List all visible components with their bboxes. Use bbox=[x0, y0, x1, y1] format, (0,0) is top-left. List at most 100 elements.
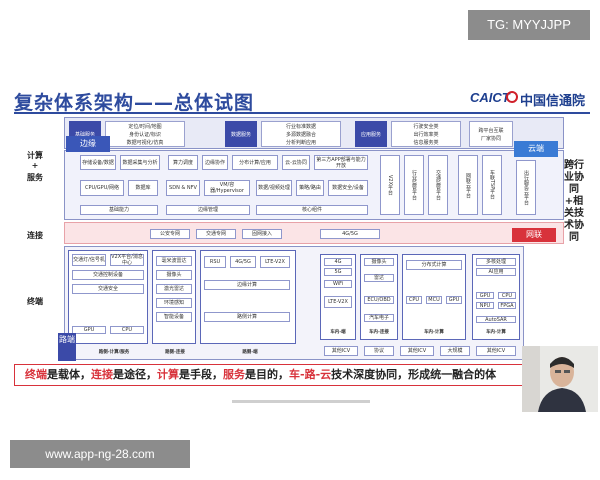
edge-item: 数据采集与分析 bbox=[120, 155, 160, 170]
road-item: RSU bbox=[204, 256, 226, 268]
road-item: 环境感知 bbox=[156, 298, 192, 308]
vehicle-col-label: 车内-计算 bbox=[486, 330, 506, 335]
banner-text: 是途径， bbox=[113, 368, 157, 381]
vehicle-item: 雷达 bbox=[364, 274, 394, 282]
slide-title: 复杂体系架构——总体试图 bbox=[14, 92, 255, 114]
edge-item: 云-云协同 bbox=[282, 155, 310, 170]
banner-keyword: 车-路-云 bbox=[289, 368, 332, 381]
road-item: 智能设备 bbox=[156, 312, 192, 322]
connect-item: 交通专网 bbox=[196, 229, 236, 239]
edge-item: 基础能力 bbox=[80, 205, 158, 215]
left-label-terminal: 终端 bbox=[27, 297, 43, 306]
icv-item: 其他ICV bbox=[324, 346, 358, 356]
road-item: 4G/5G bbox=[230, 256, 256, 268]
vehicle-item: WiFi bbox=[324, 280, 352, 288]
vehicle-item: 摄像头 bbox=[364, 258, 394, 266]
banner-text: 是手段， bbox=[179, 368, 223, 381]
title-rule bbox=[14, 112, 590, 114]
edge-item: SDN & NFV bbox=[166, 180, 200, 196]
banner-keyword: 计算 bbox=[157, 368, 179, 381]
road-bottom-label: 路侧-端 bbox=[242, 350, 258, 355]
road-item: 交通控制设备 bbox=[72, 270, 144, 280]
service-item: 数据可视化/仿真 bbox=[126, 139, 164, 146]
vehicle-item: CPU bbox=[498, 292, 516, 299]
edge-item: 数据库 bbox=[128, 180, 158, 196]
road-item: 路侧计算 bbox=[204, 312, 290, 322]
edge-item: 分布计算/应用 bbox=[232, 155, 278, 170]
service-item: 出行效率类 bbox=[413, 131, 439, 138]
tg-watermark-badge: TG: MYYJJPP bbox=[468, 10, 590, 40]
vehicle-item: ECU/OBD bbox=[364, 296, 394, 304]
cloud-platform: 出行服务云平台 bbox=[516, 160, 536, 215]
vehicle-item: 分布式计算 bbox=[406, 260, 462, 270]
service-item: 跨平台互联 bbox=[478, 127, 504, 134]
video-progress-bar[interactable] bbox=[232, 400, 370, 403]
edge-item: 第三方APP部署与能力开放 bbox=[314, 155, 368, 170]
cloud-platform: 网联云平台 bbox=[458, 155, 478, 215]
road-bottom-label: 路侧-连接 bbox=[165, 350, 185, 355]
presenter-video bbox=[522, 346, 598, 412]
edge-item: 数据安全/设备 bbox=[328, 180, 368, 196]
connect-item: 公安专网 bbox=[150, 229, 190, 239]
left-label-service: 服务 bbox=[27, 173, 43, 182]
service-row: 基础服务 定位/时间/地图 身份认证/标识 数据可视化/仿真 数据服务 行业标准… bbox=[64, 117, 564, 149]
service-item: 行驶安全类 bbox=[413, 123, 439, 130]
vehicle-item: NPU bbox=[476, 302, 494, 309]
banner-text: 是目的， bbox=[245, 368, 289, 381]
road-item: 交通灯/信号机 bbox=[72, 254, 106, 266]
summary-banner: 终端是载体，连接是途径，计算是手段，服务是目的，车-路-云技术深度协同，形成统一… bbox=[14, 364, 526, 386]
edge-item: 数据/视频处理 bbox=[256, 180, 292, 196]
vehicle-item: 汽车电子 bbox=[364, 314, 394, 322]
banner-text: 是载体， bbox=[47, 368, 91, 381]
service-item: 定位/时间/地图 bbox=[128, 123, 162, 130]
vehicle-col-label: 车内-计算 bbox=[424, 330, 444, 335]
vehicle-item: FPGA bbox=[498, 302, 516, 309]
cloud-platform: 车联TSP平台 bbox=[482, 155, 502, 215]
road-item: CPU bbox=[110, 326, 144, 334]
cloud-platform: V2X平台 bbox=[380, 155, 400, 215]
edge-item: 存储设备/数据 bbox=[80, 155, 116, 170]
vehicle-item: AI应用 bbox=[476, 268, 516, 276]
icv-item: 大规模 bbox=[440, 346, 470, 356]
vehicle-item: GPU bbox=[446, 296, 462, 304]
road-item: 边缘计算 bbox=[204, 280, 290, 290]
service-group-label: 应用服务 bbox=[355, 121, 387, 147]
service-item: 分析判断应用 bbox=[285, 139, 316, 146]
caict-logo-cn: 中国信通院 bbox=[520, 94, 586, 109]
banner-text: 技术深度协同，形成统一融合的体 bbox=[331, 368, 497, 381]
service-item: 身份认证/标识 bbox=[129, 131, 161, 138]
vehicle-item: GPU bbox=[476, 292, 494, 299]
edge-item: 边缘管理 bbox=[166, 205, 250, 215]
service-group: 定位/时间/地图 身份认证/标识 数据可视化/仿真 bbox=[105, 121, 185, 147]
icv-item: 其他ICV bbox=[400, 346, 434, 356]
presenter-image bbox=[522, 346, 598, 412]
right-vertical-label: 跨行业协同+相关技术协同 bbox=[564, 160, 584, 243]
cloud-platform: 交通监管平台 bbox=[428, 155, 448, 215]
service-group-label: 数据服务 bbox=[225, 121, 257, 147]
service-item: 多源数据融合 bbox=[285, 131, 316, 138]
banner-keyword: 服务 bbox=[223, 368, 245, 381]
left-label-compute: 计算 bbox=[27, 151, 43, 160]
road-item: 交通安全 bbox=[72, 284, 144, 294]
vehicle-item: LTE-V2X bbox=[324, 296, 352, 308]
vehicle-col-label: 车内-连接 bbox=[369, 330, 389, 335]
cloud-tag: 云端 bbox=[514, 141, 558, 157]
vehicle-item: 4G bbox=[324, 258, 352, 266]
caict-logo-text: CAICT bbox=[470, 90, 510, 105]
connect-item: 4G/5G bbox=[320, 229, 380, 239]
road-item: LTE-V2X bbox=[260, 256, 290, 268]
service-item: 信息服务类 bbox=[413, 139, 439, 146]
left-label-plus: + bbox=[31, 161, 39, 170]
road-item: V2X平台/消息中心 bbox=[110, 254, 144, 266]
vehicle-col-label: 车内-端 bbox=[330, 330, 346, 335]
connect-item: 固网接入 bbox=[242, 229, 282, 239]
vehicle-item: 多核处理 bbox=[476, 258, 516, 266]
edge-item: 策略/路由 bbox=[296, 180, 324, 196]
edge-tag: 边缘 bbox=[66, 136, 110, 152]
network-tag: 网联 bbox=[512, 228, 556, 242]
service-group: 行业标准数据 多源数据融合 分析判断应用 bbox=[261, 121, 341, 147]
edge-item: 核心组件 bbox=[256, 205, 368, 215]
service-item: 行业标准数据 bbox=[285, 123, 316, 130]
banner-keyword: 终端 bbox=[25, 368, 47, 381]
cloud-platform: 行业监管平台 bbox=[404, 155, 424, 215]
